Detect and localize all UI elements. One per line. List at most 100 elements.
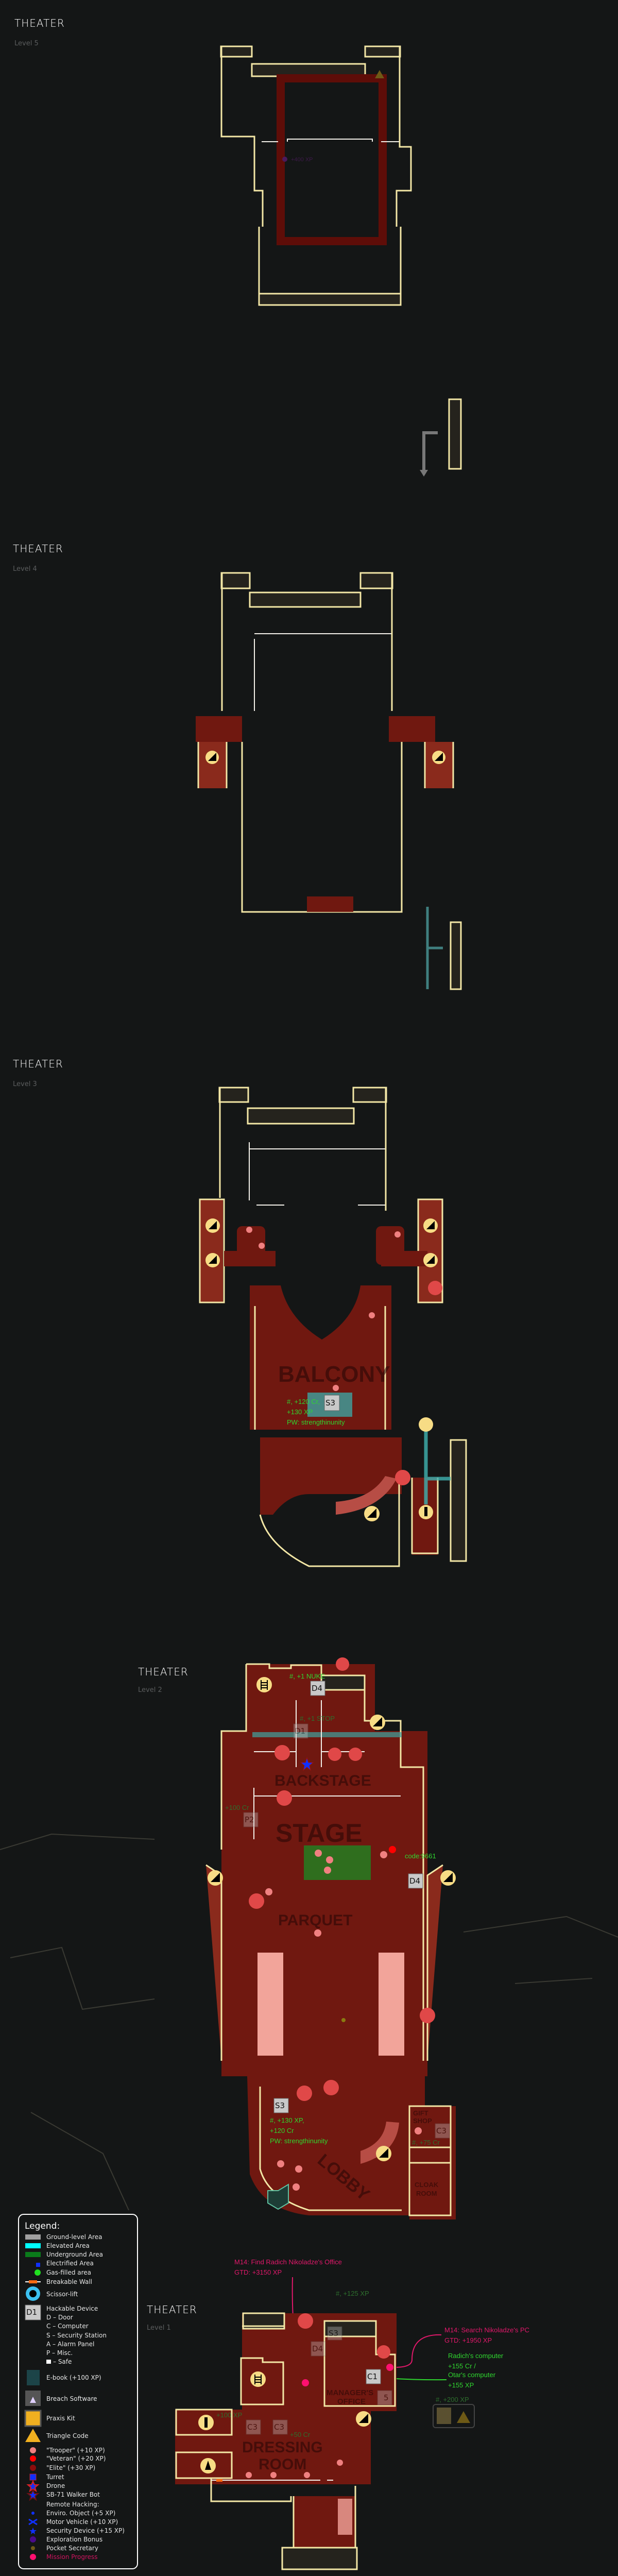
safe-device[interactable] [377, 2390, 392, 2405]
walker-bot-icon [26, 2488, 40, 2501]
room-label-cloak-room: CLOAK [415, 2181, 439, 2189]
level-title: THEATER [13, 543, 63, 555]
level-title: THEATER [14, 17, 65, 29]
room [450, 1439, 467, 1562]
pocket-secretary-icon [31, 2546, 35, 2550]
level-title: THEATER [138, 1666, 188, 1678]
trooper-enemy [326, 1856, 333, 1863]
gas-icon [35, 2269, 41, 2276]
enviro-object-icon [31, 2512, 35, 2515]
mission-pointer [394, 2334, 442, 2368]
computer-device[interactable] [272, 2419, 288, 2435]
annotation: #, +75 Cr [412, 2139, 440, 2146]
security-station-device[interactable] [327, 2326, 342, 2341]
trooper-enemy [246, 1227, 252, 1233]
outer-wall [411, 1478, 439, 1554]
ebook-icon [27, 2370, 40, 2385]
legend-item: Turret [46, 2473, 64, 2481]
inner-wall [254, 633, 391, 711]
room [359, 572, 393, 589]
legend-item: Ground-level Area [46, 2233, 102, 2241]
mission-progress-marker [302, 2379, 309, 2386]
room-label-cloak-room: ROOM [416, 2190, 437, 2197]
room [220, 45, 253, 58]
level-subtitle: Level 1 [147, 2324, 171, 2332]
mission-progress-marker [386, 2364, 393, 2371]
outer-wall [220, 46, 412, 227]
device-label: C3 [436, 2126, 447, 2136]
annotation: PW: strengthinunity [287, 1418, 345, 1426]
door-device[interactable] [293, 1723, 308, 1739]
annotation: +100 XP [216, 2411, 242, 2419]
triangle-code-icon [375, 70, 384, 78]
legend-item: Praxis Kit [46, 2415, 75, 2422]
inner-wall [249, 1142, 385, 1206]
legend-item: Pocket Secretary [46, 2545, 98, 2552]
room [281, 2547, 358, 2570]
legend-box [18, 2214, 138, 2569]
device-label: S3 [275, 2101, 285, 2110]
legend-title: Legend: [25, 2221, 60, 2231]
level-subtitle: Level 4 [13, 565, 37, 573]
device-label: D4 [312, 2344, 323, 2353]
room-label-gift-shop: SHOP [413, 2117, 432, 2125]
legend-item: Underground Area [46, 2251, 103, 2258]
underground-area [304, 1845, 371, 1880]
seating-right [379, 1953, 404, 2056]
room-label-dressing-room: ROOM [259, 2456, 306, 2473]
exterior-outline [0, 1833, 618, 2211]
trooper-enemy [295, 2165, 302, 2173]
mission-label: GTD: +1950 XP [444, 2336, 492, 2344]
computer-note: Radich's computer [448, 2352, 504, 2360]
room [352, 1087, 387, 1103]
trooper-enemy [380, 1851, 387, 1858]
motor-vehicle-icon [28, 2518, 38, 2526]
computer-device[interactable] [366, 2369, 381, 2384]
legend-item: E-book (+100 XP) [46, 2374, 101, 2381]
computer-device[interactable] [246, 2419, 261, 2435]
legend-item: C – Computer [46, 2323, 89, 2330]
door-device[interactable] [310, 1681, 325, 1696]
level-3: THEATER Level 3 BALCONY S3 #, +120 Cr, +… [13, 1058, 467, 1567]
room [220, 572, 251, 589]
drone-icon [420, 2008, 435, 2023]
security-device-icon [29, 2528, 37, 2534]
trooper-enemy [246, 2472, 252, 2478]
level-4: THEATER Level 4 [13, 543, 462, 990]
area [260, 1437, 402, 1515]
outer-wall [408, 2105, 452, 2216]
room-label-managers-office: OFFICE [337, 2397, 366, 2406]
drone-icon [323, 2080, 339, 2095]
breakable-wall-icon [29, 2280, 37, 2283]
drone-icon [328, 1748, 341, 1761]
triangle-code-icon [25, 2429, 41, 2442]
misc-device[interactable] [243, 1812, 259, 1827]
computer-device[interactable] [435, 2123, 450, 2139]
legend-item: Scissor-lift [46, 2291, 78, 2298]
annotation: #, +200 XP [436, 2396, 469, 2403]
legend-item: P – Misc. [46, 2349, 73, 2357]
veteran-enemy [389, 1846, 396, 1853]
walker-bot-icon [349, 1748, 362, 1761]
path-arrow [422, 431, 438, 471]
trooper-enemy [277, 2160, 284, 2167]
elevated-swatch [25, 2243, 41, 2248]
trooper-enemy [333, 1385, 339, 1391]
security-station-device[interactable] [273, 2098, 289, 2113]
security-station-device[interactable] [324, 1395, 340, 1411]
door-device[interactable] [408, 1873, 423, 1889]
ground-level-swatch [25, 2234, 41, 2240]
stair-block [200, 1199, 223, 1302]
trooper-enemy [304, 2472, 310, 2478]
legend-item: "Trooper" (+10 XP) [46, 2447, 105, 2454]
underground-swatch [25, 2252, 41, 2257]
device-label: S3 [329, 2329, 338, 2338]
legend-item: Drone [46, 2482, 65, 2489]
device-label: P2 [245, 1815, 254, 1824]
lock-icon [46, 2360, 51, 2364]
annotation: +400 XP [291, 157, 313, 163]
device-label: D4 [312, 1684, 322, 1693]
door-device[interactable] [311, 2341, 326, 2357]
room [364, 45, 401, 58]
